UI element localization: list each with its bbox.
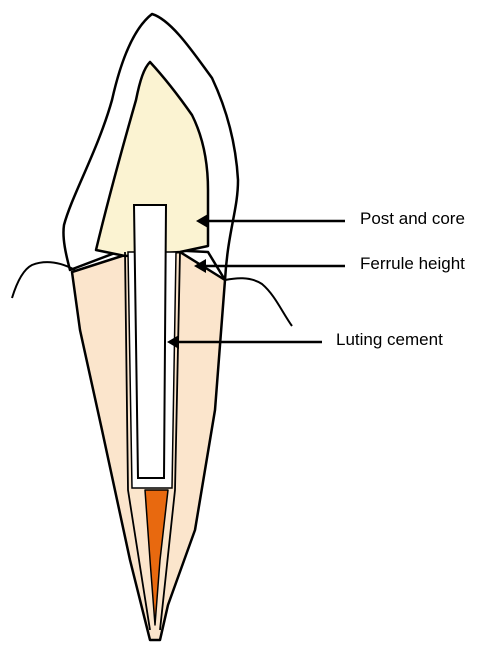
label-post-and-core: Post and core (360, 209, 465, 229)
post (134, 205, 166, 478)
label-luting-cement: Luting cement (336, 330, 443, 350)
gingiva-right (225, 278, 292, 326)
gingiva-left (12, 262, 75, 298)
label-ferrule-height: Ferrule height (360, 254, 465, 274)
